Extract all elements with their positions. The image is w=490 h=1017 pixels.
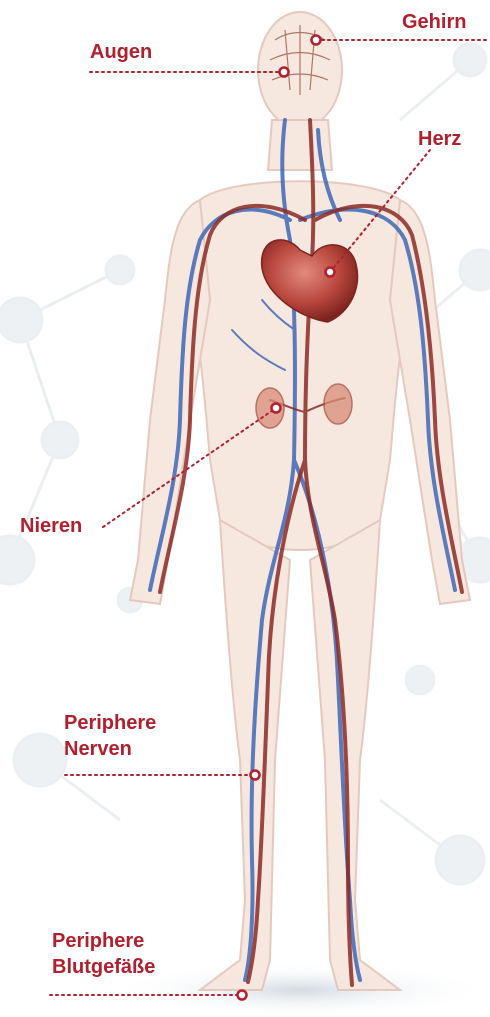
label-herz-text: Herz <box>418 126 461 152</box>
label-augen-text: Augen <box>90 39 152 65</box>
label-gehirn: Gehirn <box>402 9 466 35</box>
marker-augen <box>280 68 289 77</box>
label-periphere-blutgefaesse: Periphere Blutgefäße <box>52 928 155 980</box>
marker-nieren <box>272 404 281 413</box>
arteries <box>160 120 462 985</box>
label-augen: Augen <box>90 39 152 65</box>
marker-periphere-blutgefaesse <box>238 991 247 1000</box>
marker-herz <box>326 268 335 277</box>
label-gehirn-text: Gehirn <box>402 9 466 35</box>
label-herz: Herz <box>418 126 461 152</box>
marker-periphere-nerven <box>251 771 260 780</box>
label-periphere-nerven-line1: Periphere <box>64 710 156 736</box>
label-periphere-blutgefaesse-line1: Periphere <box>52 928 155 954</box>
label-periphere-nerven: Periphere Nerven <box>64 710 156 762</box>
label-nieren-text: Nieren <box>20 513 82 539</box>
label-nieren: Nieren <box>20 513 82 539</box>
label-periphere-nerven-line2: Nerven <box>64 736 156 762</box>
marker-gehirn <box>312 36 321 45</box>
label-periphere-blutgefaesse-line2: Blutgefäße <box>52 954 155 980</box>
